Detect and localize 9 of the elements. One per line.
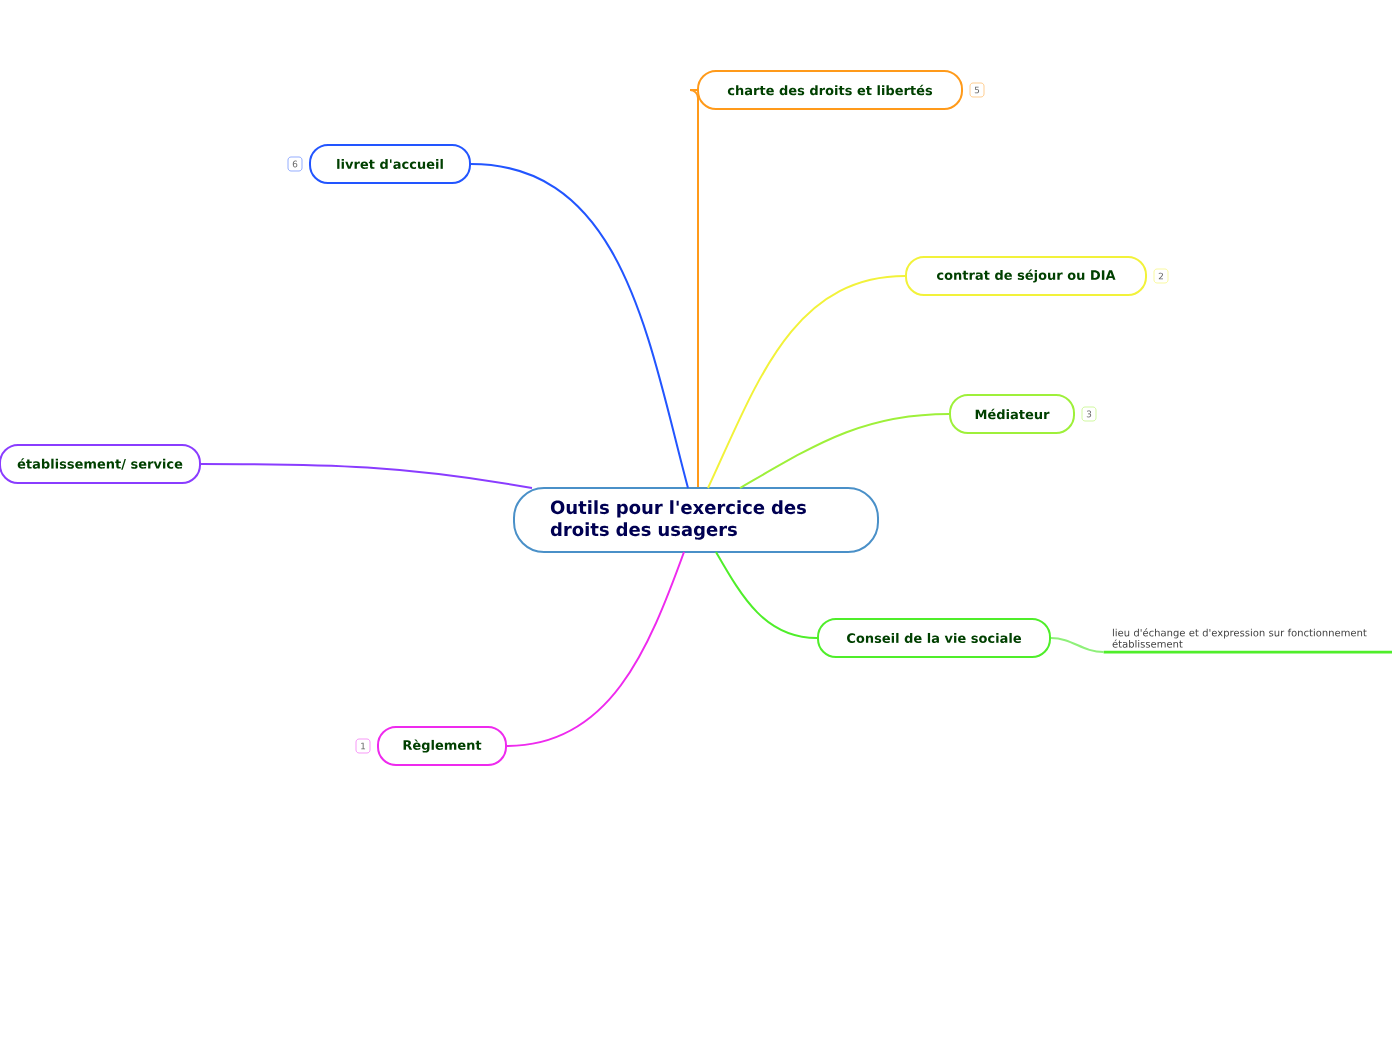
- connector: [506, 551, 685, 747]
- connector: [707, 275, 906, 489]
- central-topic-box: Outils pour l'exercice des droits des usagers: [513, 487, 879, 553]
- connector: [1050, 637, 1105, 654]
- connector: [470, 163, 689, 489]
- connector: [715, 551, 818, 639]
- connector: [200, 463, 533, 489]
- connector: [689, 89, 699, 488]
- connector: [739, 413, 950, 489]
